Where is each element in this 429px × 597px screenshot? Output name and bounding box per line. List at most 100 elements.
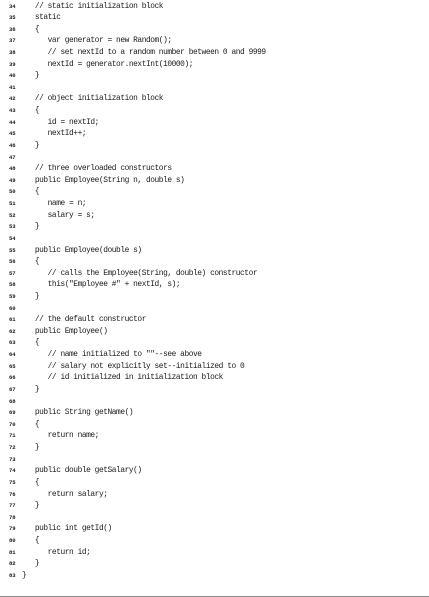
line-number: 55: [9, 246, 16, 254]
code-text: name = n;: [22, 199, 87, 209]
code-text: {: [22, 187, 40, 197]
line-number: 50: [9, 188, 16, 196]
code-line: 61 // the default constructor: [0, 314, 429, 325]
line-number: 51: [9, 200, 16, 208]
code-line: 51 name = n;: [0, 198, 429, 209]
code-line: 42 // object initialization block: [0, 93, 429, 104]
line-number: 36: [9, 25, 16, 33]
code-text: {: [22, 477, 40, 487]
line-number: 71: [9, 432, 16, 440]
line-number: 49: [9, 176, 16, 184]
code-line: 71 return name;: [0, 430, 429, 441]
code-text: public Employee(double s): [22, 245, 142, 255]
line-number: 62: [9, 327, 16, 335]
code-line: 38 // set nextId to a random number betw…: [0, 47, 429, 58]
line-number: 68: [9, 397, 16, 405]
code-text: public Employee(): [22, 326, 108, 336]
line-number: 77: [9, 502, 16, 510]
line-number: 41: [9, 83, 16, 91]
line-number: 48: [9, 165, 16, 173]
line-number: 47: [9, 153, 16, 161]
line-number: 46: [9, 141, 16, 149]
line-number: 52: [9, 211, 16, 219]
code-line: 52 salary = s;: [0, 210, 429, 221]
code-text: {: [22, 536, 40, 546]
line-number: 83: [9, 571, 16, 579]
code-line: 76 return salary;: [0, 489, 429, 500]
line-number: 42: [9, 95, 16, 103]
code-text: // the default constructor: [22, 315, 147, 325]
code-line: 56 {: [0, 256, 429, 267]
code-text: public Employee(String n, double s): [22, 175, 185, 185]
code-text: public int getId(): [22, 524, 112, 534]
code-line: 82 }: [0, 558, 429, 569]
code-text: public String getName(): [22, 408, 134, 418]
code-line: 55 public Employee(double s): [0, 245, 429, 256]
code-text: public double getSalary(): [22, 466, 142, 476]
code-line: 72 }: [0, 442, 429, 453]
code-line: 59 }: [0, 291, 429, 302]
line-number: 61: [9, 316, 16, 324]
code-line: 36 {: [0, 24, 429, 35]
code-text: this("Employee #" + nextId, s);: [22, 280, 181, 290]
code-line: 83}: [0, 570, 429, 581]
line-number: 72: [9, 444, 16, 452]
code-line: 63 {: [0, 337, 429, 348]
code-line: 43 {: [0, 105, 429, 116]
code-text: static: [22, 13, 61, 23]
line-number: 79: [9, 525, 16, 533]
code-text: nextId++;: [22, 129, 87, 139]
line-number: 54: [9, 234, 16, 242]
code-line: 81 return id;: [0, 547, 429, 558]
line-number: 59: [9, 293, 16, 300]
code-line: 50 {: [0, 186, 429, 197]
code-text: var generator = new Random();: [22, 36, 172, 46]
code-line: 69 public String getName(): [0, 407, 429, 418]
code-line: 47: [0, 152, 429, 163]
code-text: // name initialized to ""--see above: [22, 350, 202, 360]
code-line: 68: [0, 396, 429, 407]
code-line: 41: [0, 82, 429, 93]
code-text: return name;: [22, 431, 100, 441]
line-number: 53: [9, 223, 16, 231]
line-number: 45: [9, 130, 16, 138]
code-text: return salary;: [22, 489, 108, 499]
line-number: 64: [9, 351, 16, 359]
code-line: 37 var generator = new Random();: [0, 35, 429, 46]
code-text: // id initialized in initialization bloc…: [22, 373, 224, 383]
code-text: }: [22, 222, 40, 232]
line-number: 82: [9, 560, 16, 568]
code-text: }: [22, 443, 40, 453]
code-line: 48 // three overloaded constructors: [0, 163, 429, 174]
code-text: // static initialization block: [22, 1, 164, 11]
line-number: 80: [9, 537, 16, 545]
line-number: 69: [9, 409, 16, 417]
code-line: 64 // name initialized to ""--see above: [0, 349, 429, 360]
line-number: 56: [9, 258, 16, 266]
line-number: 66: [9, 374, 16, 382]
code-text: nextId = generator.nextInt(10000);: [22, 59, 194, 69]
line-number: 60: [9, 304, 16, 312]
code-line: 79 public int getId(): [0, 523, 429, 534]
code-line: 34 // static initialization block: [0, 1, 429, 12]
line-number: 43: [9, 107, 16, 115]
code-line: 53 }: [0, 221, 429, 232]
code-text: }: [22, 559, 40, 569]
code-line: 62 public Employee(): [0, 326, 429, 337]
line-number: 65: [9, 362, 16, 370]
line-number: 44: [9, 118, 16, 126]
code-line: 54: [0, 233, 429, 244]
code-text: {: [22, 24, 40, 34]
code-text: // object initialization block: [22, 94, 164, 104]
code-line: 58 this("Employee #" + nextId, s);: [0, 279, 429, 290]
code-line: 46 }: [0, 140, 429, 151]
code-line: 40 }: [0, 70, 429, 81]
code-text: // salary not explicitly set--initialize…: [22, 361, 245, 371]
code-text: {: [22, 419, 40, 429]
code-text: salary = s;: [22, 210, 95, 220]
line-number: 34: [9, 2, 16, 10]
code-line: 70 {: [0, 419, 429, 430]
code-line: 75 {: [0, 477, 429, 488]
code-line: 66 // id initialized in initialization b…: [0, 372, 429, 383]
line-number: 58: [9, 281, 16, 289]
